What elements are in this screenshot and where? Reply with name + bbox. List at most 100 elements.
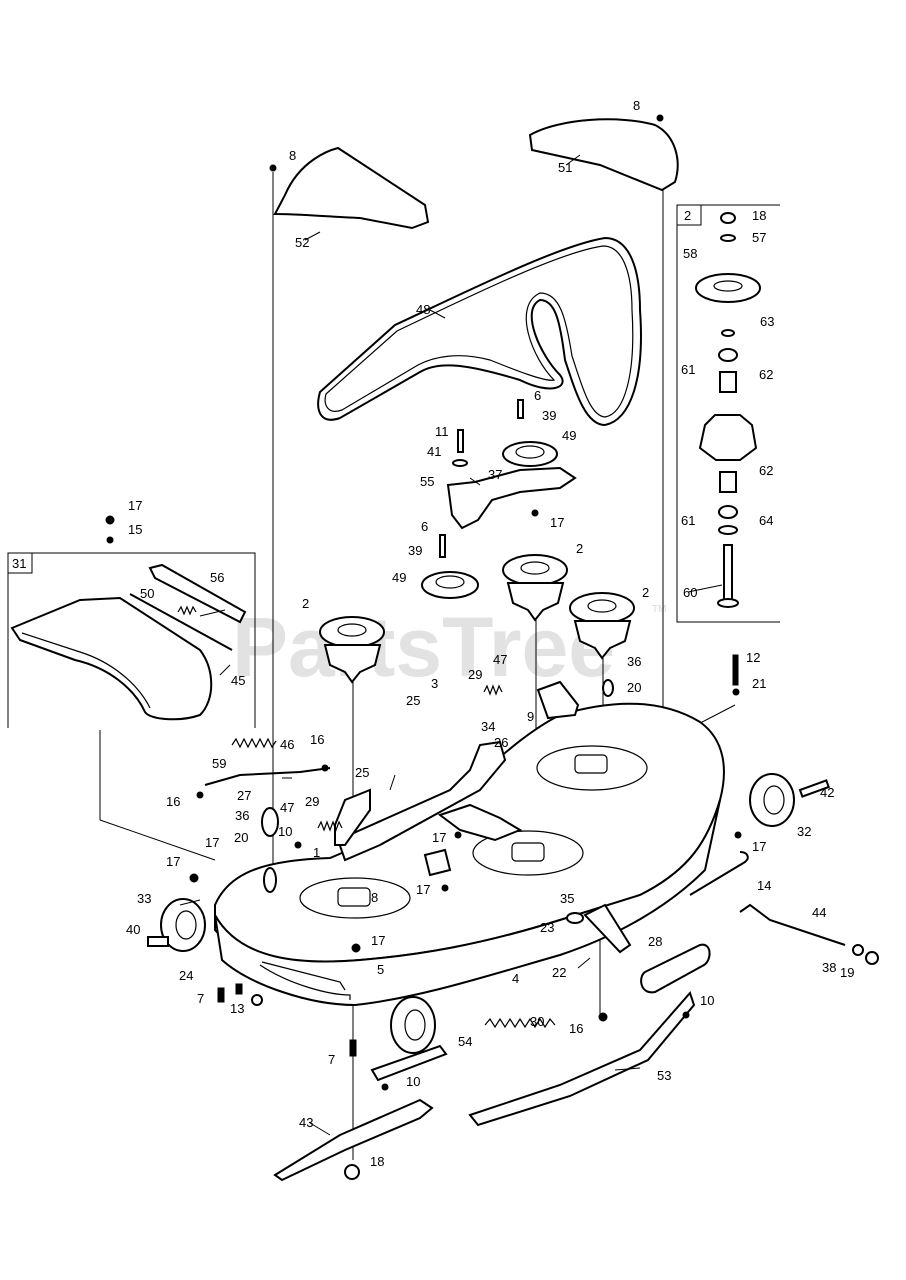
callout: 21 bbox=[752, 676, 766, 691]
gauge-wheel-32 bbox=[749, 773, 795, 827]
callout: 61 bbox=[681, 513, 695, 528]
callout: 17 bbox=[550, 515, 564, 530]
callout: 8 bbox=[289, 148, 296, 163]
callout: 47 bbox=[493, 652, 507, 667]
callout: 2 bbox=[576, 541, 583, 556]
callout: 10 bbox=[278, 824, 292, 839]
callout: 4 bbox=[512, 971, 519, 986]
callout: 36 bbox=[627, 654, 641, 669]
bolt-6-lower bbox=[439, 534, 446, 558]
callout: 17 bbox=[128, 498, 142, 513]
callout: 35 bbox=[560, 891, 574, 906]
spindle-center bbox=[502, 554, 568, 622]
spring-30 bbox=[484, 1017, 556, 1029]
callout: 5 bbox=[377, 962, 384, 977]
callout: 13 bbox=[230, 1001, 244, 1016]
callout: 54 bbox=[458, 1034, 472, 1049]
deck-bracket-rear bbox=[536, 680, 580, 720]
washer-64 bbox=[718, 525, 738, 535]
blade-43 bbox=[273, 1098, 434, 1182]
callout: 8 bbox=[371, 890, 378, 905]
spindle-exploded bbox=[695, 212, 761, 608]
callout: 18 bbox=[370, 1154, 384, 1169]
callout: 36 bbox=[235, 808, 249, 823]
callout: 46 bbox=[280, 737, 294, 752]
spindle-left bbox=[319, 616, 385, 684]
callout: 23 bbox=[540, 920, 554, 935]
callout: 52 bbox=[295, 235, 309, 250]
hanger-bracket-1 bbox=[334, 788, 371, 846]
callout: 43 bbox=[299, 1115, 313, 1130]
deck-spindle-well-right bbox=[536, 745, 648, 791]
callout: 14 bbox=[757, 878, 771, 893]
hanger-bracket-25 bbox=[336, 740, 507, 862]
callout: 22 bbox=[552, 965, 566, 980]
callout: 17 bbox=[371, 933, 385, 948]
callout: 11 bbox=[435, 424, 449, 439]
callout: 57 bbox=[752, 230, 766, 245]
baffle-53 bbox=[468, 991, 696, 1127]
deck-spindle-well-center bbox=[472, 830, 584, 876]
washer-57 bbox=[720, 234, 736, 242]
callout: 16 bbox=[310, 732, 324, 747]
callout: 20 bbox=[234, 830, 248, 845]
washer-41 bbox=[452, 459, 468, 467]
callout: 62 bbox=[759, 463, 773, 478]
gauge-wheel-front bbox=[390, 996, 436, 1054]
nut-18 bbox=[720, 212, 736, 224]
spacer-62 bbox=[719, 371, 737, 393]
deck-plate bbox=[437, 803, 523, 842]
bearing-61b bbox=[718, 505, 738, 519]
callout: 42 bbox=[820, 785, 834, 800]
callout: 64 bbox=[759, 513, 773, 528]
fasteners bbox=[105, 114, 879, 1180]
spring-29 bbox=[317, 820, 343, 832]
deck-spindle-well-left bbox=[299, 877, 411, 919]
callout: 20 bbox=[627, 680, 641, 695]
lift-link-22 bbox=[583, 903, 632, 954]
callout: 32 bbox=[797, 824, 811, 839]
callout: 59 bbox=[212, 756, 226, 771]
callout: 53 bbox=[657, 1068, 671, 1083]
pulley-58 bbox=[695, 273, 761, 303]
callout: 47 bbox=[280, 800, 294, 815]
callout: 17 bbox=[205, 835, 219, 850]
watermark-text: PartsTree bbox=[232, 600, 615, 694]
inset-label: 31 bbox=[12, 556, 26, 571]
callout: 10 bbox=[406, 1074, 420, 1089]
callout: 7 bbox=[197, 991, 204, 1006]
callout: 15 bbox=[128, 522, 142, 537]
spindle-housing bbox=[698, 414, 758, 461]
watermark: PartsTree TM bbox=[232, 600, 666, 694]
callout: 17 bbox=[432, 830, 446, 845]
callout: 17 bbox=[416, 882, 430, 897]
callout: 55 bbox=[420, 474, 434, 489]
callout: 16 bbox=[569, 1021, 583, 1036]
mower-deck-skirt bbox=[214, 799, 721, 1007]
bolt-40 bbox=[147, 936, 169, 947]
idler-bracket-55 bbox=[446, 466, 577, 530]
callout: 17 bbox=[166, 854, 180, 869]
callout: 26 bbox=[494, 735, 508, 750]
callout: 8 bbox=[633, 98, 640, 113]
callout: 2 bbox=[302, 596, 309, 611]
callout: 25 bbox=[406, 693, 420, 708]
callout: 37 bbox=[488, 467, 502, 482]
callout: 17 bbox=[752, 839, 766, 854]
spindle-right bbox=[569, 592, 635, 660]
callout: 51 bbox=[558, 160, 572, 175]
callout: 12 bbox=[746, 650, 760, 665]
deflector-rod-56 bbox=[148, 563, 247, 624]
rod-46 bbox=[204, 767, 331, 786]
callout: 38 bbox=[822, 960, 836, 975]
callout: 1 bbox=[313, 845, 320, 860]
callout: 63 bbox=[760, 314, 774, 329]
callout: 49 bbox=[562, 428, 576, 443]
callout: 7 bbox=[328, 1052, 335, 1067]
spacer-62b bbox=[719, 471, 737, 493]
bolt-11 bbox=[457, 429, 464, 453]
callout-labels: 8 8 51 52 48 6 39 11 49 41 37 55 17 6 39… bbox=[126, 98, 854, 1169]
spindle-assembly-inset: 2 bbox=[676, 204, 780, 623]
watermark-trademark: TM bbox=[652, 604, 666, 615]
callout: 41 bbox=[427, 444, 441, 459]
